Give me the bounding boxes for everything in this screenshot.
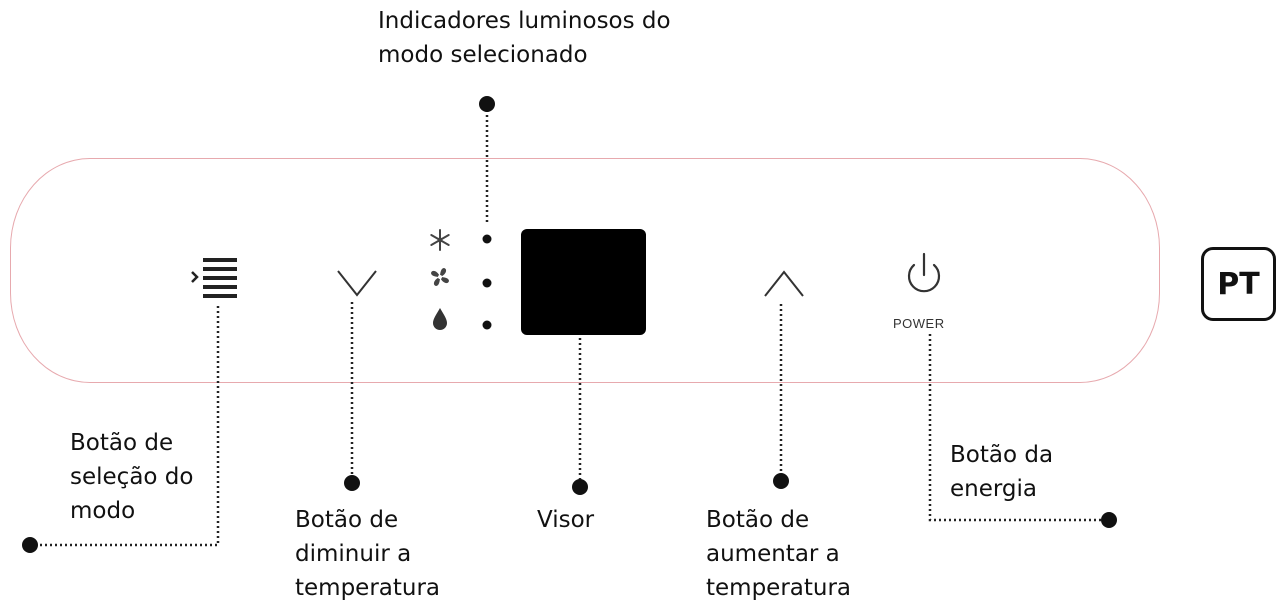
water-drop-icon — [430, 306, 450, 332]
indicator-led-cool — [482, 234, 492, 244]
power-label: POWER — [893, 316, 945, 331]
language-badge: PT — [1201, 247, 1276, 321]
label-increase-button: Botão de aumentar a temperatura — [706, 507, 852, 601]
leader-line-mode-button — [35, 306, 220, 547]
endpoint-dot-increase — [773, 473, 789, 489]
endpoint-dot-power — [1101, 512, 1117, 528]
label-indicators: Indicadores luminosos do modo selecionad… — [378, 8, 671, 68]
power-button[interactable] — [902, 251, 946, 303]
mode-select-button[interactable] — [190, 254, 240, 298]
increase-temperature-button[interactable] — [762, 267, 806, 301]
fan-icon — [428, 265, 452, 289]
indicator-led-dry — [482, 320, 492, 330]
decrease-temperature-button[interactable] — [335, 266, 379, 300]
power-icon — [907, 252, 941, 293]
leader-line-power — [928, 334, 1105, 522]
label-mode-button: Botão de seleção do modo — [70, 430, 194, 524]
endpoint-dot-indicators — [479, 96, 495, 112]
snowflake-icon — [428, 228, 452, 252]
label-display: Visor — [537, 507, 595, 533]
chevron-down-icon — [337, 270, 377, 297]
indicator-led-fan — [482, 278, 492, 288]
mode-list-icon — [191, 258, 237, 298]
control-panel — [10, 158, 1160, 383]
endpoint-dot-decrease — [344, 475, 360, 491]
chevron-up-icon — [764, 270, 804, 297]
endpoint-dot-mode-button — [22, 537, 38, 553]
label-power-button: Botão da energia — [950, 442, 1054, 502]
display-screen — [521, 229, 646, 335]
endpoint-dot-display — [572, 479, 588, 495]
label-decrease-button: Botão de diminuir a temperatura — [295, 507, 441, 601]
